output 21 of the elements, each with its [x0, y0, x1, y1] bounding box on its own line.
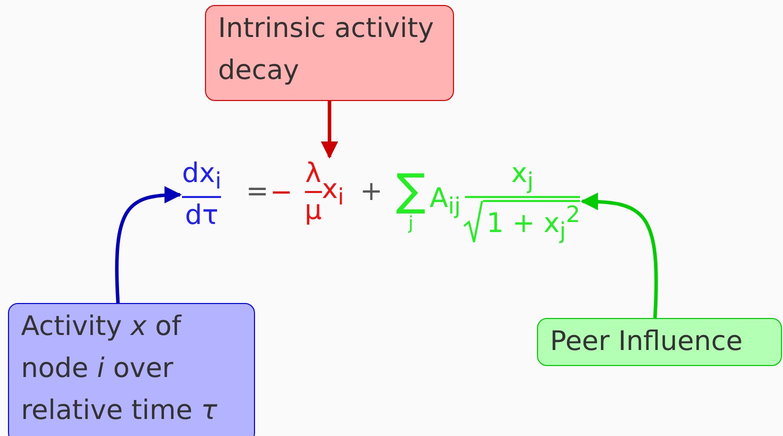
arrow [320, 101, 338, 159]
callout-text: Intrinsic activity decay [218, 12, 435, 88]
decay-rate-denominator: μ [304, 195, 322, 226]
callout-box [537, 318, 782, 366]
callout-box [8, 303, 255, 436]
callout-text: Activity x of node i over relative time τ [21, 310, 218, 428]
arrow [580, 192, 658, 318]
arrow [115, 186, 182, 304]
callout-text: Peer Influence [550, 325, 744, 359]
adjacency-term: A$_{ij}$ [430, 183, 461, 220]
operator-sign: + [360, 176, 383, 207]
sum-sign: ∑ [396, 168, 426, 213]
variable: x$_{i}$ [322, 174, 344, 210]
fraction-numerator: x$_{j}$ [511, 158, 534, 194]
callout-box [205, 5, 454, 101]
sum-index: j [408, 212, 414, 234]
decay-rate-numerator: λ [305, 158, 322, 189]
minus-sign: − [270, 176, 293, 208]
operator-sign: = [246, 176, 269, 207]
derivative-denominator: dτ [184, 200, 218, 232]
derivative-numerator: dx$_{i}$ [182, 158, 222, 194]
